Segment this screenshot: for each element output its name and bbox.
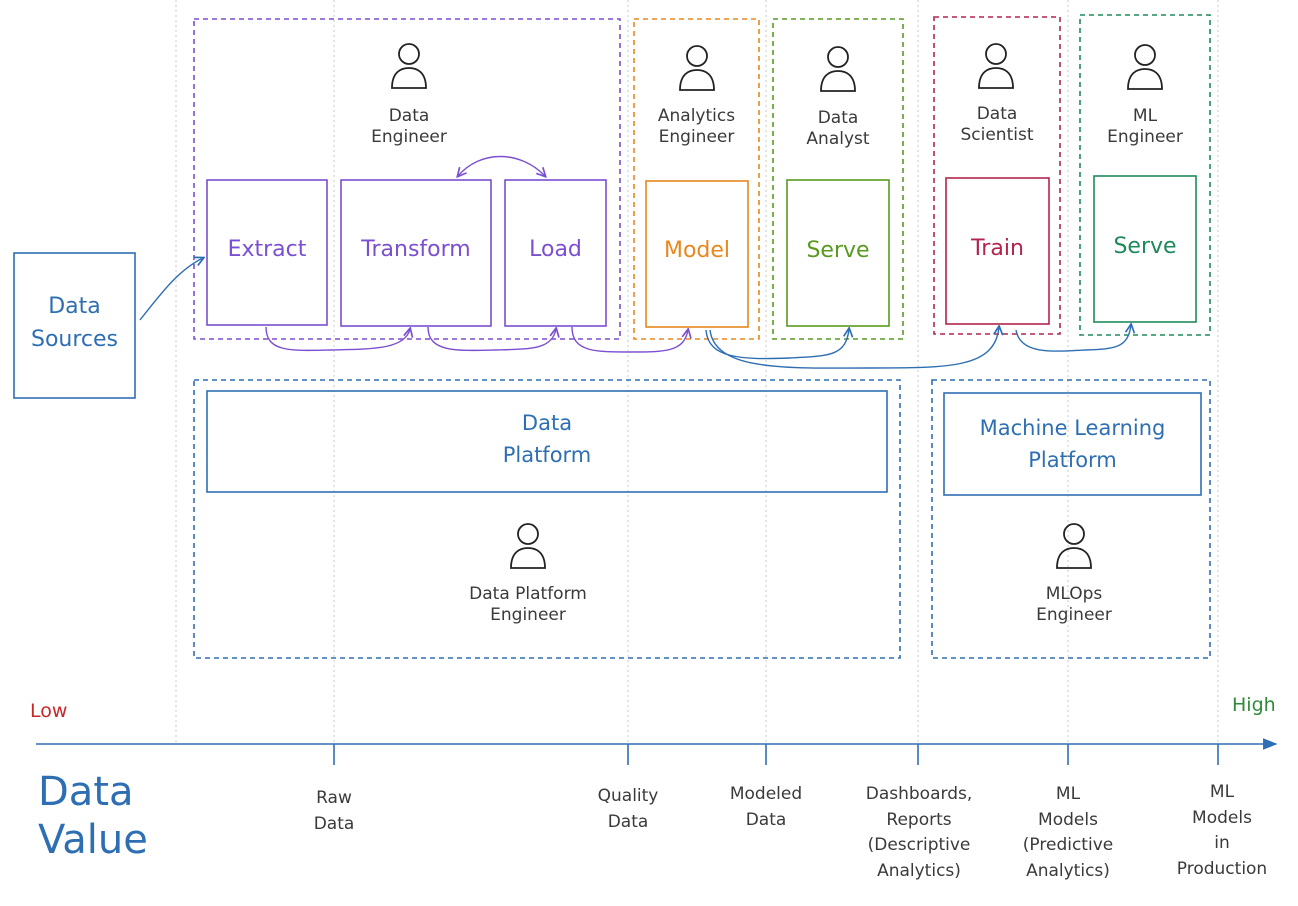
train-to-ml-serve-arrow	[1015, 325, 1131, 352]
extract-to-transform-arrow	[265, 327, 410, 352]
data-sources-box	[13, 252, 136, 399]
data-analyst-group	[772, 18, 904, 340]
ml-platform-group	[931, 379, 1211, 659]
data-analyst-person-icon	[820, 46, 856, 92]
model-box	[645, 180, 749, 328]
analytics-engineer-group	[633, 18, 760, 340]
load-box	[504, 179, 607, 327]
data-engineer-person-icon	[391, 43, 427, 89]
mlops-engineer-person-icon	[1056, 523, 1092, 569]
low-label: Low	[30, 700, 68, 722]
high-label: High	[1232, 694, 1276, 716]
data-platform-box	[206, 390, 888, 493]
transform-label: Transform	[361, 237, 471, 262]
serve-data-box	[786, 179, 890, 327]
serve-ml-box	[1093, 175, 1197, 323]
serve-data-label: Serve	[806, 238, 870, 263]
data-scientist-person-icon	[978, 43, 1014, 89]
ml-platform-box	[943, 392, 1202, 496]
extract-label: Extract	[227, 237, 307, 262]
model-label: Model	[663, 238, 731, 263]
serve-ml-label: Serve	[1113, 234, 1177, 259]
model-to-train-arrow	[709, 327, 999, 369]
extract-box	[206, 179, 328, 326]
train-box	[945, 177, 1050, 325]
data-engineer-group	[193, 18, 621, 340]
transform-box	[340, 179, 492, 327]
data-platform-engineer-person-icon	[510, 523, 546, 569]
transform-load-bidirectional-arrow	[458, 155, 545, 177]
model-to-serve-arrow	[705, 329, 849, 360]
ml-engineer-person-icon	[1127, 44, 1163, 90]
data-platform-group	[193, 379, 901, 659]
train-label: Train	[971, 236, 1024, 261]
gridlines	[175, 0, 1219, 745]
sources-to-extract-arrow	[139, 258, 203, 321]
load-to-model-arrow	[571, 326, 688, 353]
analytics-engineer-person-icon	[679, 45, 715, 91]
transform-to-load-arrow	[427, 327, 556, 352]
ml-engineer-group	[1079, 14, 1211, 336]
load-label: Load	[529, 237, 582, 262]
